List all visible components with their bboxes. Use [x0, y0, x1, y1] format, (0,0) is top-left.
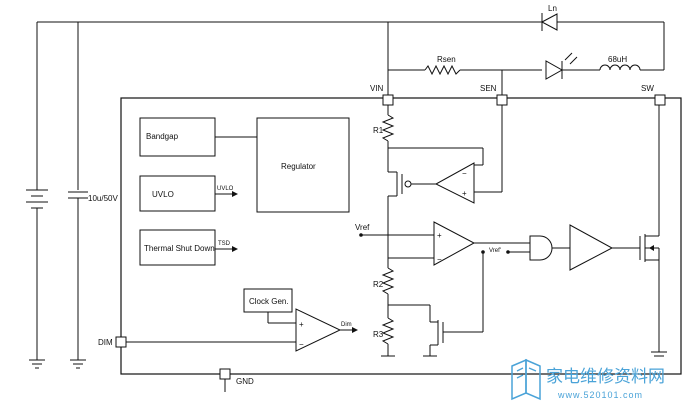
vref-label: Vref: [355, 223, 370, 232]
bandgap-label: Bandgap: [146, 132, 179, 141]
tsd-out-label: TSD: [218, 241, 231, 247]
clock-gen-label: Clock Gen.: [249, 297, 289, 306]
watermark-text: 家电维修资料网: [546, 367, 665, 387]
error-amp-top-plus: +: [462, 189, 467, 198]
pin-sw: [654, 94, 666, 106]
vref-node: [359, 233, 363, 237]
pin-vin: [382, 94, 394, 106]
pin-vin-label: VIN: [370, 84, 384, 93]
r2-resistor: [381, 267, 395, 295]
r1-resistor: [381, 114, 395, 142]
and-gate: [529, 235, 553, 261]
pin-dim: [115, 336, 127, 348]
driver-buffer: [569, 224, 614, 271]
regulator-block: [256, 117, 350, 213]
thermal-block: [139, 229, 216, 266]
pin-sen-label: SEN: [480, 84, 497, 93]
pin-sen: [496, 94, 508, 106]
pin-dim-label: DIM: [98, 338, 113, 347]
uvlo-label: UVLO: [152, 190, 174, 199]
bandgap-block: [139, 117, 216, 157]
comparator: [433, 221, 476, 266]
watermark-url: www.520101.com: [557, 390, 643, 400]
led-ln: [540, 13, 558, 31]
dim-comparator: [295, 308, 342, 352]
inductor-label: 68uH: [608, 55, 627, 64]
tsd-arrow: [232, 246, 238, 252]
pin-gnd-label: GND: [236, 377, 254, 386]
dim-out-arrow: [352, 327, 358, 333]
capacitor-symbol: [68, 191, 88, 369]
vref-out-label: Vref': [489, 248, 501, 254]
pmos-transistor: [388, 171, 436, 197]
ic-outline: [120, 97, 682, 375]
comparator-plus: +: [437, 231, 442, 240]
error-amp-top-minus: −: [462, 169, 467, 178]
regulator-label: Regulator: [281, 162, 316, 171]
thermal-label: Thermal Shut Down: [144, 244, 215, 253]
uvlo-block: [139, 175, 216, 212]
dim-comp-minus: −: [299, 340, 304, 349]
uvlo-arrow: [232, 191, 238, 197]
pin-sw-label: SW: [641, 84, 654, 93]
capacitor-label: 10u/50V: [88, 194, 118, 203]
led-ln-label: Ln: [548, 4, 557, 13]
led-main: [545, 52, 600, 80]
hysteresis-node: [481, 250, 485, 254]
dim-comp-plus: +: [299, 320, 304, 329]
r1-label: R1: [373, 126, 384, 135]
and-in2-node: [506, 250, 510, 254]
hysteresis-nmos: [423, 320, 483, 357]
r2-label: R2: [373, 280, 384, 289]
comparator-minus: −: [437, 255, 442, 264]
battery-symbol: [26, 189, 48, 369]
error-amp-top: [434, 162, 475, 204]
watermark-logo: [511, 358, 541, 401]
r3-label: R3: [373, 330, 384, 339]
inductor-symbol: [599, 64, 664, 71]
nmos-switch: [639, 234, 660, 262]
dim-out-label: Dim: [341, 322, 352, 328]
pin-gnd: [219, 368, 231, 380]
supply-rails: [36, 21, 664, 190]
rsen-label: Rsen: [437, 55, 456, 64]
uvlo-out-label: UVLO: [217, 186, 234, 192]
rsen-resistor: [424, 64, 461, 76]
r3-resistor: [381, 317, 395, 345]
